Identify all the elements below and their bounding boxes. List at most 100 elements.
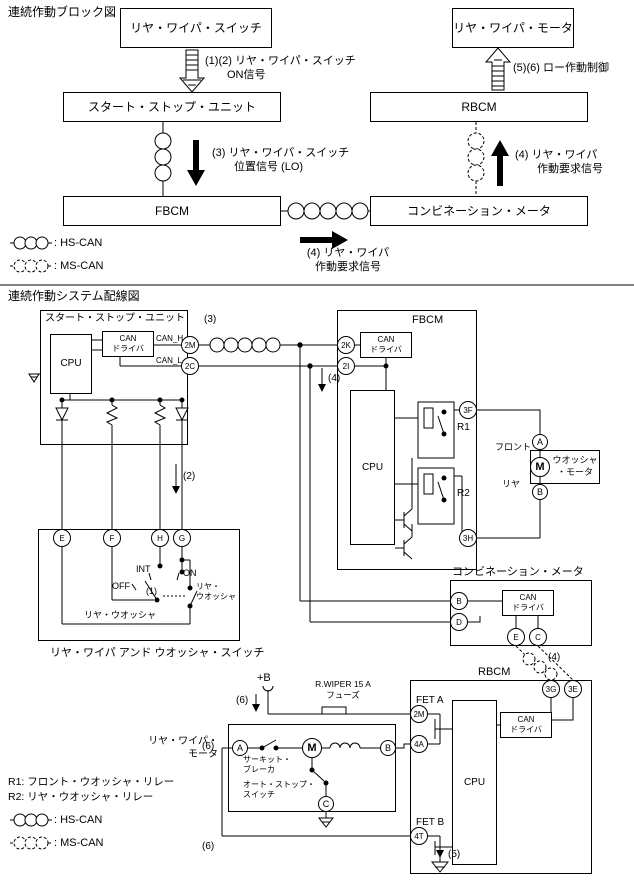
relay-r2-label: R2 <box>457 488 470 499</box>
connector-cm-c: C <box>529 628 547 646</box>
block-rear-wiper-motor: リヤ・ワイパ・モータ <box>452 8 574 48</box>
switch-int-label: INT <box>136 564 151 574</box>
block-fbcm: FBCM <box>63 196 281 226</box>
connector-rbcm-4t: 4T <box>410 827 428 845</box>
connector-motor-c: C <box>318 796 334 812</box>
connector-switch-h: H <box>151 529 169 547</box>
hs-can-twisted-pair-horizontal <box>281 202 370 220</box>
mark-4b: (4) <box>548 652 561 663</box>
switch-washer-bottom-label: リヤ・ウオッシャ <box>84 610 157 620</box>
connector-rbcm-4a: 4A <box>410 735 428 753</box>
fet-a-label: FET A <box>416 695 444 706</box>
legend-r1: R1: フロント・ウオッシャ・リレー <box>8 776 175 788</box>
mark-6b: (6) <box>202 741 215 752</box>
legend2-ms-can-label: : MS-CAN <box>54 837 104 849</box>
washer-motor-symbol: M <box>530 457 550 477</box>
combination-meter-internals <box>468 600 539 628</box>
hatched-arrow-up <box>484 47 512 91</box>
washer-motor-wiring <box>477 409 541 539</box>
circuit-breaker-label: サーキット・ ブレーカ <box>243 755 291 775</box>
combination-meter-label: コンビネーション・メータ <box>452 566 584 578</box>
connector-rbcm-3g: 3G <box>542 680 560 698</box>
combination-meter-box <box>450 580 592 646</box>
connector-switch-f: F <box>103 529 121 547</box>
combination-meter-can-driver: CAN ドライバ <box>502 590 554 616</box>
legend-hs-can-symbol <box>10 236 52 250</box>
can-h-label: CAN_H <box>156 334 184 343</box>
connector-switch-e: E <box>53 529 71 547</box>
connector-motor-b: B <box>380 740 396 756</box>
signal-label-5-6: (5)(6) ロー作動制御 <box>513 62 609 74</box>
connector-fbcm-3h: 3H <box>459 529 477 547</box>
fet-b-label: FET B <box>416 817 445 828</box>
signal-label-3: (3) リヤ・ワイパ・スイッチ 位置信号 (LO) <box>212 147 350 174</box>
washer-motor-label: ウオッシャ ・モータ <box>552 455 598 477</box>
switch-caption: リヤ・ワイパ アンド ウオッシャ・スイッチ <box>50 647 265 659</box>
can-l-label: CAN_L <box>156 356 182 365</box>
connector-cm-b: B <box>450 592 468 610</box>
block-rear-wiper-switch: リヤ・ワイパ・スイッチ <box>120 8 272 48</box>
block-start-stop-unit: スタート・ストップ・ユニット <box>63 92 281 122</box>
start-stop-unit-internals <box>28 339 189 529</box>
switch-off-label: OFF <box>112 581 130 591</box>
hatched-arrow-down <box>178 49 206 93</box>
rbcm-internals <box>428 698 574 873</box>
signal-label-1-2: (1)(2) リヤ・ワイパ・スイッチ ON信号 <box>205 55 356 82</box>
legend-hs-can-label: : HS-CAN <box>54 237 103 249</box>
fbcm-cpu: CPU <box>350 390 395 545</box>
legend-ms-can-symbol <box>10 259 52 273</box>
start-stop-unit-label: スタート・ストップ・ユニット <box>45 313 185 324</box>
connector-ssu-2c: 2C <box>181 357 199 375</box>
battery-feed-and-fuse <box>252 685 410 715</box>
wiper-motor-symbol: M <box>302 738 322 758</box>
switch-internals <box>61 547 198 625</box>
legend2-hs-can-symbol <box>10 813 52 827</box>
rear-wiper-motor-label: リヤ・ワイパ・ モータ <box>148 736 218 760</box>
mark-5: (5) <box>448 849 461 860</box>
connector-washer-a: A <box>532 434 548 450</box>
plus-b-label: +B <box>257 672 271 684</box>
switch-washer-right-label: リヤ・ ウオッシャ <box>196 582 236 602</box>
relay-r1-label: R1 <box>457 422 470 433</box>
connector-cm-e: E <box>507 628 525 646</box>
start-stop-unit-cpu: CPU <box>50 334 92 394</box>
connector-fbcm-2k: 2K <box>337 336 355 354</box>
signal-label-4-right: (4) リヤ・ワイパ 作動要求信号 <box>515 149 603 176</box>
connector-switch-g: G <box>173 529 191 547</box>
rear-wiper-motor-box <box>228 724 396 812</box>
connector-rbcm-2m: 2M <box>410 705 428 723</box>
switch-on-label: ON <box>183 568 197 578</box>
block-rbcm: RBCM <box>370 92 588 122</box>
legend-r2: R2: リヤ・ウオッシャ・リレー <box>8 791 154 803</box>
fbcm-label: FBCM <box>412 314 444 326</box>
connector-fbcm-3f: 3F <box>459 401 477 419</box>
connector-fbcm-2i: 2I <box>337 357 355 375</box>
legend2-hs-can-label: : HS-CAN <box>54 814 103 826</box>
legend2-ms-can-symbol <box>10 836 52 850</box>
solid-arrow-right <box>300 231 348 249</box>
rear-wiper-motor-internals <box>221 739 410 837</box>
hs-can-twisted-pair-vertical <box>154 122 172 196</box>
connector-motor-a: A <box>232 740 248 756</box>
washer-rear-label: リヤ <box>502 479 521 489</box>
rbcm-label: RBCM <box>478 666 511 678</box>
solid-arrow-up <box>491 140 509 186</box>
block-diagram-title: 連続作動ブロック図 <box>8 5 117 19</box>
fbcm-box <box>337 310 477 570</box>
mark-6c: (6) <box>202 841 215 852</box>
wiper-washer-switch-box <box>38 529 240 641</box>
start-stop-unit-box <box>40 310 188 445</box>
rbcm-cpu: CPU <box>452 700 497 865</box>
legend-ms-can-label: : MS-CAN <box>54 260 104 272</box>
fuse-label: R.WIPER 15 A フューズ <box>315 679 371 701</box>
rbcm-can-driver: CAN ドライバ <box>500 712 552 738</box>
mark-2: (2) <box>183 471 196 482</box>
solid-arrow-down <box>187 140 205 186</box>
block-combination-meter: コンビネーション・メータ <box>370 196 588 226</box>
connector-cm-d: D <box>450 613 468 631</box>
auto-stop-switch-label: オート・ストップ・ スイッチ <box>243 780 315 800</box>
mark-6a: (6) <box>236 695 249 706</box>
ms-can-twisted-pair-vertical <box>467 122 485 196</box>
